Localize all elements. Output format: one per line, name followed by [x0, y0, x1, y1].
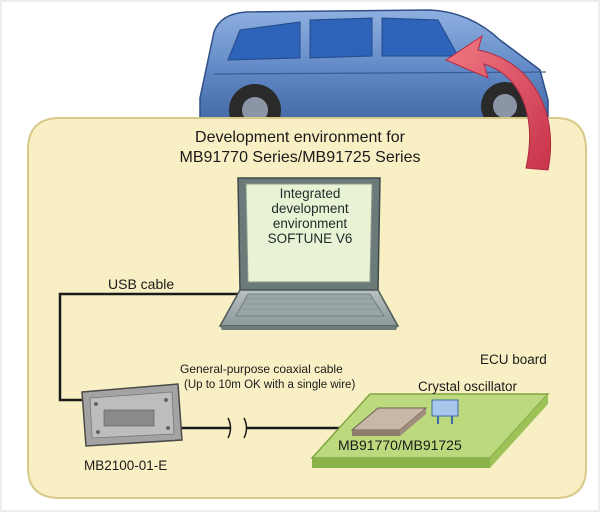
ecu-board-label: ECU board — [480, 352, 547, 367]
crystal-oscillator-illustration — [431, 399, 459, 424]
crystal-oscillator-label: Crystal oscillator — [418, 379, 518, 394]
screen-line4: SOFTUNE V6 — [267, 231, 353, 246]
usb-cable-label: USB cable — [108, 276, 175, 292]
laptop-illustration — [218, 177, 400, 330]
debug-adapter-illustration — [81, 383, 183, 447]
screen-line3: environment — [272, 216, 348, 231]
coax-cable-label-line1: General-purpose coaxial cable — [180, 362, 343, 376]
screen-line2: development — [271, 201, 349, 216]
laptop-screen-text: Integrated development environment SOFTU… — [246, 186, 374, 246]
usb-cable-line — [58, 292, 248, 402]
diagram-title-line2: MB91770 Series/MB91725 Series — [179, 149, 421, 166]
mcu-chip-label: MB91770/MB91725 — [338, 437, 462, 453]
mcu-chip-illustration — [350, 407, 428, 436]
diagram-title-line1: Development environment for — [195, 129, 405, 146]
coax-cable-label-line2: (Up to 10m OK with a single wire) — [184, 379, 356, 391]
debug-adapter-label: MB2100-01-E — [84, 458, 168, 473]
ecu-board-illustration — [310, 393, 550, 468]
curved-arrow-icon — [444, 34, 552, 171]
screen-line1: Integrated — [279, 186, 341, 201]
